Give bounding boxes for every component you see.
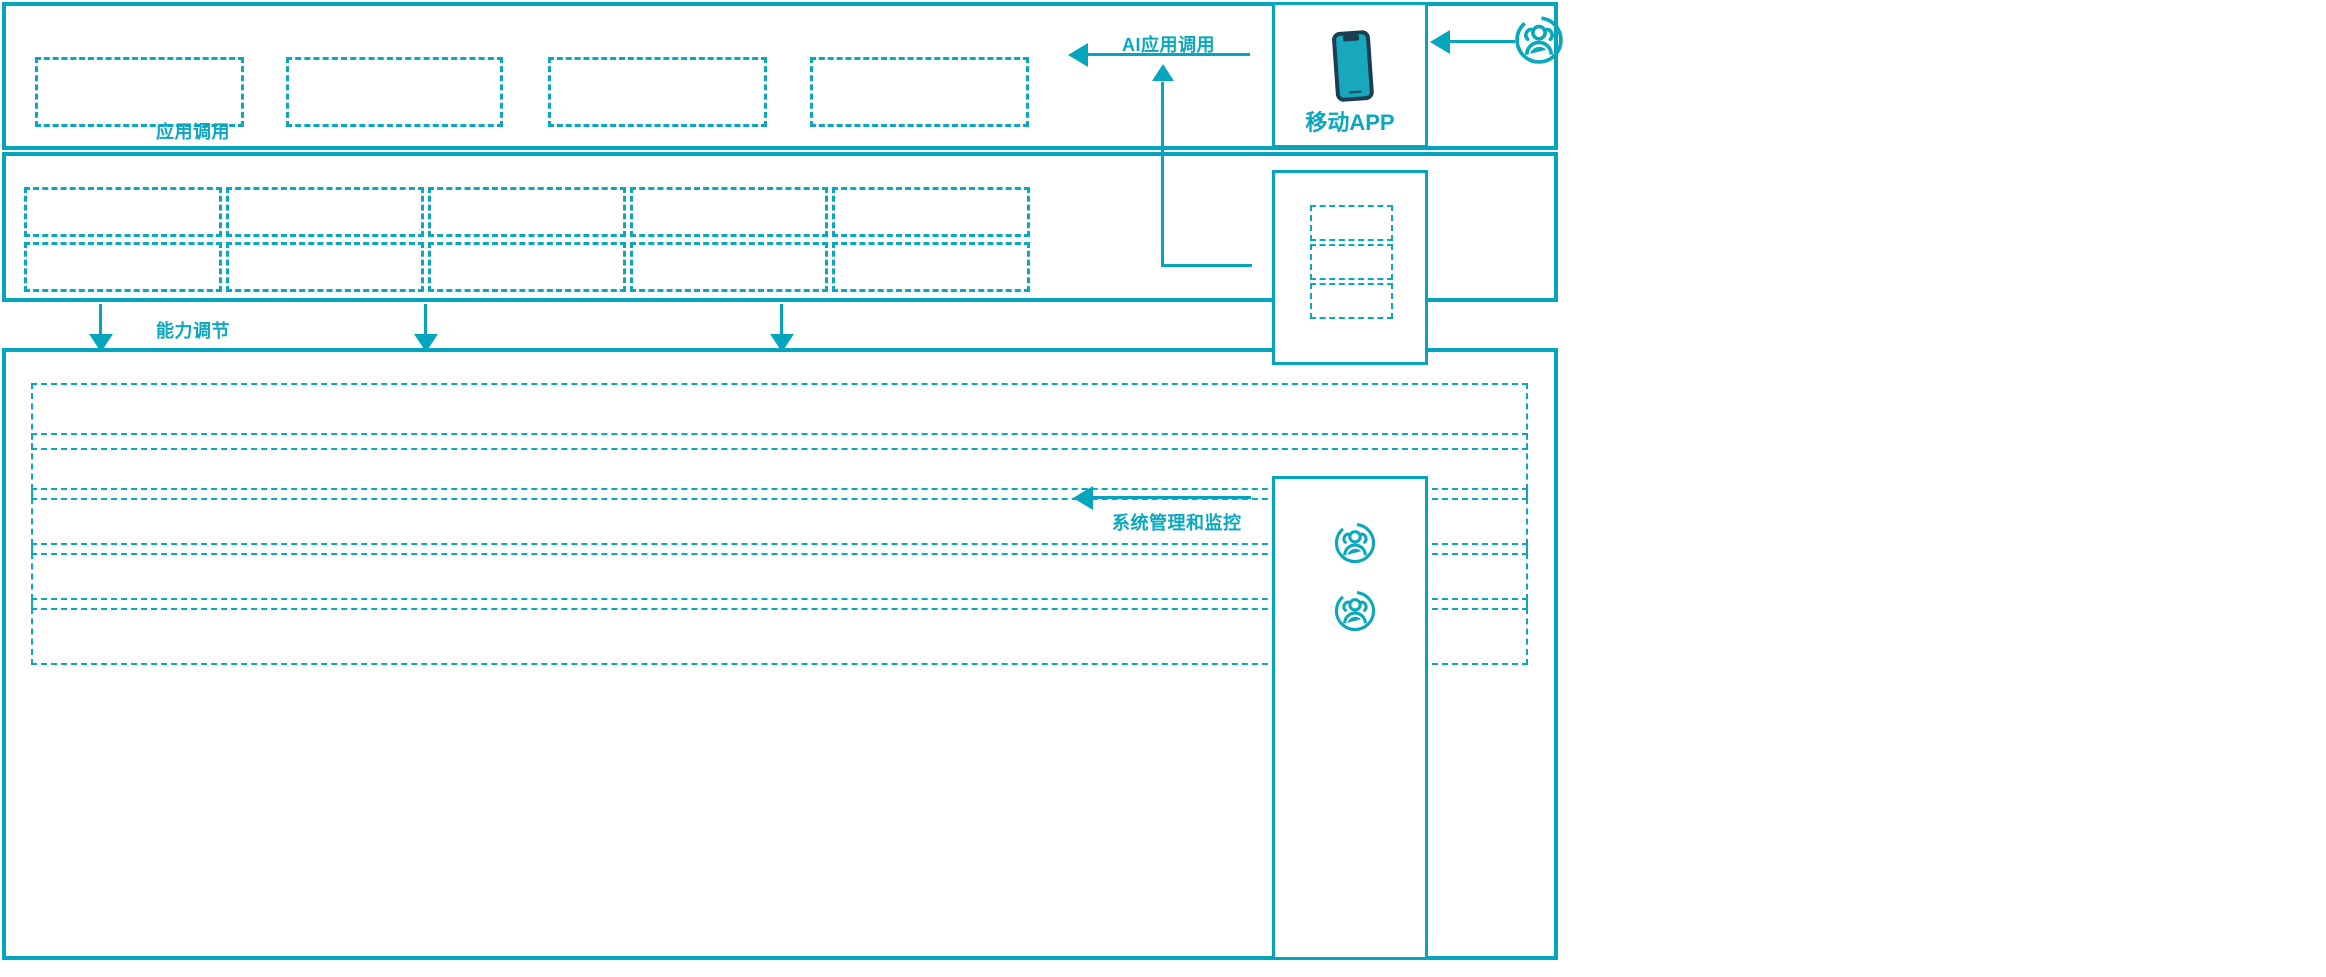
ai-app-invoke-riser-line — [1161, 82, 1164, 266]
admin-panel-node[interactable] — [1272, 476, 1428, 960]
sys-monitor-arrow-head — [1073, 486, 1093, 510]
application-layer-slot-3[interactable] — [548, 57, 767, 127]
smartphone-icon — [1325, 27, 1381, 112]
platform-layer-slot-2[interactable] — [31, 433, 1528, 500]
application-layer-slot-2[interactable] — [286, 57, 503, 127]
mobile-app-node[interactable]: 移动APP — [1272, 2, 1428, 148]
end-user-to-mobile-line — [1450, 40, 1515, 43]
capability-layer-slot-9[interactable] — [630, 242, 828, 292]
capability-layer-slot-7[interactable] — [226, 242, 424, 292]
ai-app-invoke-riser-elbow — [1161, 264, 1252, 267]
cap-invoke-arrow-2-line — [424, 304, 427, 336]
users-group-icon[interactable] — [1513, 14, 1565, 71]
capability-layer-slot-4[interactable] — [630, 187, 828, 237]
platform-layer-slot-5[interactable] — [31, 598, 1528, 665]
app-invoke-label: 应用调用 — [156, 122, 230, 142]
channel-panel-slot-3[interactable] — [1310, 283, 1393, 319]
channel-panel-node[interactable] — [1272, 170, 1428, 365]
channel-panel-slot-1[interactable] — [1310, 205, 1393, 241]
capability-layer-slot-2[interactable] — [226, 187, 424, 237]
end-user-to-mobile-arrow-head — [1430, 30, 1450, 54]
capability-layer-slot-5[interactable] — [832, 187, 1030, 237]
platform-layer-slot-4[interactable] — [31, 543, 1528, 610]
platform-layer-slot-3[interactable] — [31, 488, 1528, 555]
capability-layer-slot-6[interactable] — [24, 242, 222, 292]
cap-invoke-arrow-3-line — [780, 304, 783, 336]
sys-monitor-line — [1093, 496, 1251, 499]
cap-invoke-arrow-2-head — [414, 334, 438, 352]
ai-app-invoke-label: AI应用调用 — [1122, 35, 1215, 55]
cap-invoke-arrow-3-head — [770, 334, 794, 352]
capability-layer-slot-8[interactable] — [428, 242, 626, 292]
capability-layer-slot-1[interactable] — [24, 187, 222, 237]
sys-monitor-label: 系统管理和监控 — [1112, 513, 1242, 533]
platform-layer-slot-1[interactable] — [31, 383, 1528, 450]
application-layer-slot-4[interactable] — [810, 57, 1029, 127]
ai-app-invoke-riser-head — [1152, 64, 1174, 81]
capability-layer-slot-3[interactable] — [428, 187, 626, 237]
cap-invoke-arrow-1-line — [99, 304, 102, 336]
mobile-app-caption: 移动APP — [1305, 110, 1395, 135]
channel-panel-slot-2[interactable] — [1310, 244, 1393, 280]
application-layer-slot-1[interactable] — [35, 57, 244, 127]
ai-app-invoke-arrow-head — [1068, 43, 1088, 67]
cap-invoke-arrow-1-head — [89, 334, 113, 352]
ai-app-invoke-line — [1088, 53, 1250, 56]
users-group-icon — [1333, 589, 1377, 638]
capability-layer-slot-10[interactable] — [832, 242, 1030, 292]
users-group-icon — [1333, 521, 1377, 570]
cap-invoke-label: 能力调节 — [156, 321, 230, 341]
